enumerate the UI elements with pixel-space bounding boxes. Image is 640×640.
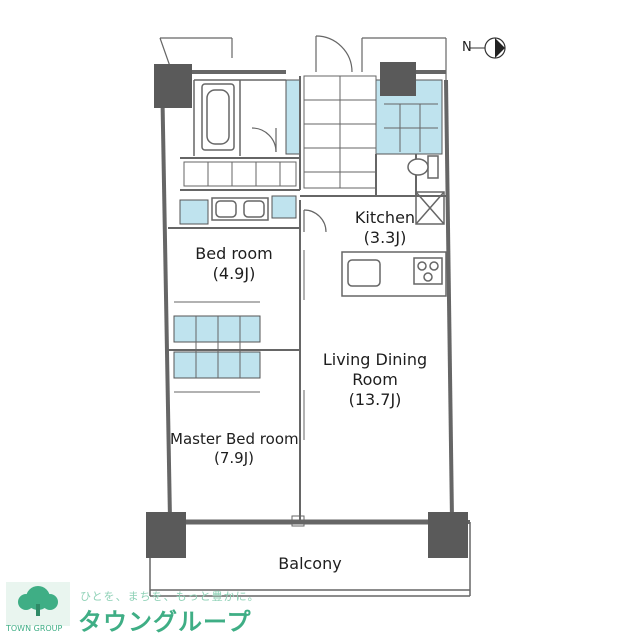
compass-label: N (462, 40, 472, 55)
brand-logo: ひとを、まちを、もっと豊かに。 タウングループ TOWN GROUP (0, 582, 300, 640)
bedroom-name: Bed room (195, 244, 273, 263)
living-name-line1: Living Dining (322, 350, 428, 369)
washstand (211, 197, 269, 221)
brand-tagline: ひとを、まちを、もっと豊かに。 (80, 590, 260, 603)
balcony-label: Balcony (278, 554, 342, 573)
toilet (407, 155, 439, 179)
bathtub (193, 79, 286, 156)
interior-walls (168, 76, 446, 520)
kitchen-counter (341, 191, 447, 297)
living-label: Living Dining Room (13.7J) (310, 350, 440, 410)
bedroom-label: Bed room (4.9J) (184, 244, 284, 284)
kitchen-name: Kitchen (354, 208, 416, 227)
entry-hall-tiles (183, 75, 438, 189)
windows (186, 250, 428, 527)
master-name: Master Bed room (170, 430, 299, 448)
pillars (146, 62, 468, 558)
bedroom-size: (4.9J) (212, 264, 256, 283)
brand-name: タウングループ (78, 608, 252, 636)
exterior-walls (150, 70, 470, 524)
brand-sub: TOWN GROUP (6, 624, 63, 633)
master-label: Master Bed room (7.9J) (170, 430, 299, 468)
doors (159, 35, 447, 233)
closets (174, 301, 260, 393)
tree-logo-icon (6, 582, 70, 626)
living-size: (13.7J) (348, 390, 402, 409)
kitchen-size: (3.3J) (363, 228, 407, 247)
living-name-line2: Room (352, 370, 398, 389)
north-arrow-icon (470, 37, 506, 59)
master-size: (7.9J) (214, 448, 254, 467)
kitchen-label: Kitchen (3.3J) (340, 208, 430, 248)
